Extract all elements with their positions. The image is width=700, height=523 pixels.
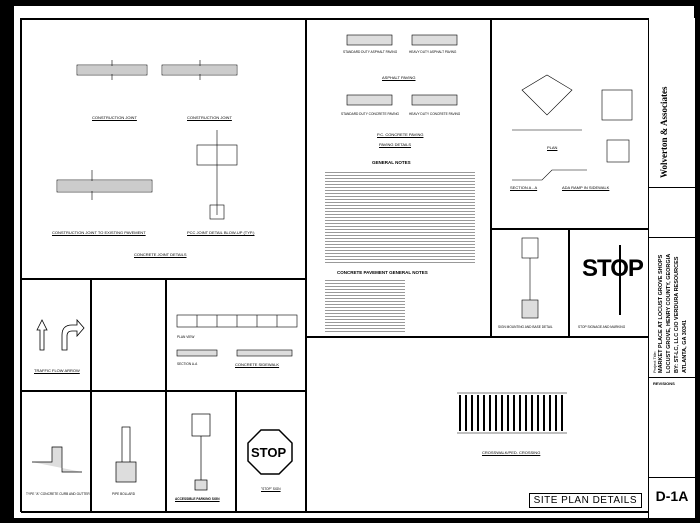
concrete-pavement-notes-heading: CONCRETE PAVEMENT GENERAL NOTES	[337, 270, 428, 275]
type-a-curb-label: TYPE "A" CONCRETE CURB AND GUTTER	[26, 492, 90, 496]
paving-notes-panel: STANDARD DUTY ASPHALT PAVING HEAVY DUTY …	[306, 19, 491, 337]
traffic-flow-arrow-label: TRAFFIC FLOW ARROW	[34, 368, 80, 373]
ada-ramp-drawing	[512, 74, 633, 181]
parking-sign-drawing	[191, 413, 211, 491]
construction-joint-label-2: CONSTRUCTION JOINT	[187, 115, 232, 120]
concrete-joint-details-label: CONCRETE JOINT DETAILS	[134, 252, 187, 257]
pipe-bollard-panel: PIPE BOLLARD	[91, 391, 166, 513]
standard-duty-concrete: STANDARD DUTY CONCRETE PAVING	[341, 112, 400, 116]
bollard-drawing	[115, 426, 137, 483]
project-block: Project Title: MARKET PLACE AT LOCUST GR…	[649, 238, 695, 378]
crosswalk-drawing	[457, 392, 567, 434]
curb-gutter-panel: TYPE "A" CONCRETE CURB AND GUTTER	[21, 391, 91, 513]
stop-sign-text: STOP	[251, 445, 287, 460]
stop-sign-octagon	[247, 429, 293, 475]
crosswalk-panel: CROSSWALK/PED. CROSSING SITE PLAN DETAIL…	[306, 337, 649, 513]
sidewalk-section-label: SECTION A-A	[177, 362, 198, 366]
stop-marking-panel: STOP STOP SIGNAGE AND MARKING	[569, 229, 649, 337]
title-block: Wolverton & Associates Project Title: MA…	[648, 18, 695, 518]
stop-signage-label: STOP SIGNAGE AND MARKING	[578, 325, 626, 329]
construction-joint-existing-label: CONSTRUCTION JOINT TO EXISTING PAVEMENT	[52, 230, 146, 235]
section-aa-label: SECTION A - A	[510, 185, 538, 190]
project-title-label: Project Title:	[652, 350, 657, 373]
revisions-block: REVISIONS	[649, 378, 695, 478]
plan-label: PLAN	[547, 145, 558, 150]
pcc-joint-blowup-label: PCC JOINT DETAIL BLOW-UP (TYP.)	[187, 230, 255, 235]
sign-mounting-panel: SIGN MOUNTING AND BASE DETAIL	[491, 229, 569, 337]
heavy-duty-concrete: HEAVY DUTY CONCRETE PAVING	[409, 112, 461, 116]
stop-bar	[619, 245, 621, 315]
paving-drawings	[346, 34, 458, 106]
revisions-label: REVISIONS	[653, 381, 675, 386]
project-line-1: MARKET PLACE AT LOCUST GROVE SHOPS	[658, 254, 664, 373]
sidewalk-plan-label: PLAN VIEW	[177, 335, 195, 339]
concrete-sidewalk-label: CONCRETE SIDEWALK	[235, 362, 280, 367]
concrete-sidewalk-panel: PLAN VIEW SECTION A-A CONCRETE SIDEWALK	[166, 279, 306, 391]
asphalt-paving-label: ASPHALT PAVING	[382, 75, 416, 80]
general-notes-text	[325, 170, 475, 265]
sign-mounting-label: SIGN MOUNTING AND BASE DETAIL	[498, 325, 553, 329]
joint-drawings	[56, 60, 238, 220]
stop-sign-label: "STOP" SIGN	[261, 487, 281, 491]
sign-mounting-drawing	[521, 237, 539, 319]
standard-duty-asphalt: STANDARD DUTY ASPHALT PAVING	[343, 50, 398, 54]
general-notes-heading: GENERAL NOTES	[372, 160, 411, 165]
paving-details-label: PAVING DETAILS	[379, 142, 412, 147]
project-line-2: LOCUST GROVE, HENRY COUNTY, GEORGIA	[666, 253, 672, 373]
ada-ramp-label: ADA RAMP IN SIDEWALK	[562, 185, 610, 190]
pcc-paving-label: P.C. CONCRETE PAVING	[377, 132, 424, 137]
site-plan-details-title: SITE PLAN DETAILS	[528, 493, 642, 508]
project-line-3: BY: ST-LC, LLC C/O VERDURA RESOURCES	[674, 256, 680, 373]
accessible-parking-panel: ACCESSIBLE PARKING SIGN	[166, 391, 236, 513]
accessible-parking-label: ACCESSIBLE PARKING SIGN	[175, 497, 220, 501]
blank-panel	[91, 279, 166, 391]
firm-name: Wolverton & Associates	[659, 86, 669, 179]
project-line-4: ATLANTA, GA 30341	[682, 319, 688, 373]
drawing-sheet: CONSTRUCTION JOINT CONSTRUCTION JOINT CO…	[14, 6, 694, 518]
sidewalk-drawing	[176, 314, 298, 357]
drawing-frame: CONSTRUCTION JOINT CONSTRUCTION JOINT CO…	[20, 18, 686, 513]
stop-pavement-marking: STOP	[582, 255, 644, 282]
ada-ramp-panel: PLAN SECTION A - A ADA RAMP IN SIDEWALK	[491, 19, 649, 229]
sheet-number: D-1A	[655, 488, 689, 504]
concrete-pavement-notes-text	[325, 278, 405, 333]
crosswalk-label: CROSSWALK/PED. CROSSING	[482, 450, 541, 455]
seal-block	[649, 188, 695, 238]
firm-block: Wolverton & Associates	[649, 18, 695, 188]
stop-sign-panel: STOP "STOP" SIGN	[236, 391, 306, 513]
curb-drawing	[32, 446, 82, 473]
construction-joint-label: CONSTRUCTION JOINT	[92, 115, 137, 120]
traffic-arrow-panel: TRAFFIC FLOW ARROW	[21, 279, 91, 391]
concrete-joint-details-panel: CONSTRUCTION JOINT CONSTRUCTION JOINT CO…	[21, 19, 306, 279]
heavy-duty-asphalt: HEAVY DUTY ASPHALT PAVING	[409, 50, 457, 54]
pipe-bollard-label: PIPE BOLLARD	[112, 492, 136, 496]
traffic-arrows	[36, 318, 85, 351]
